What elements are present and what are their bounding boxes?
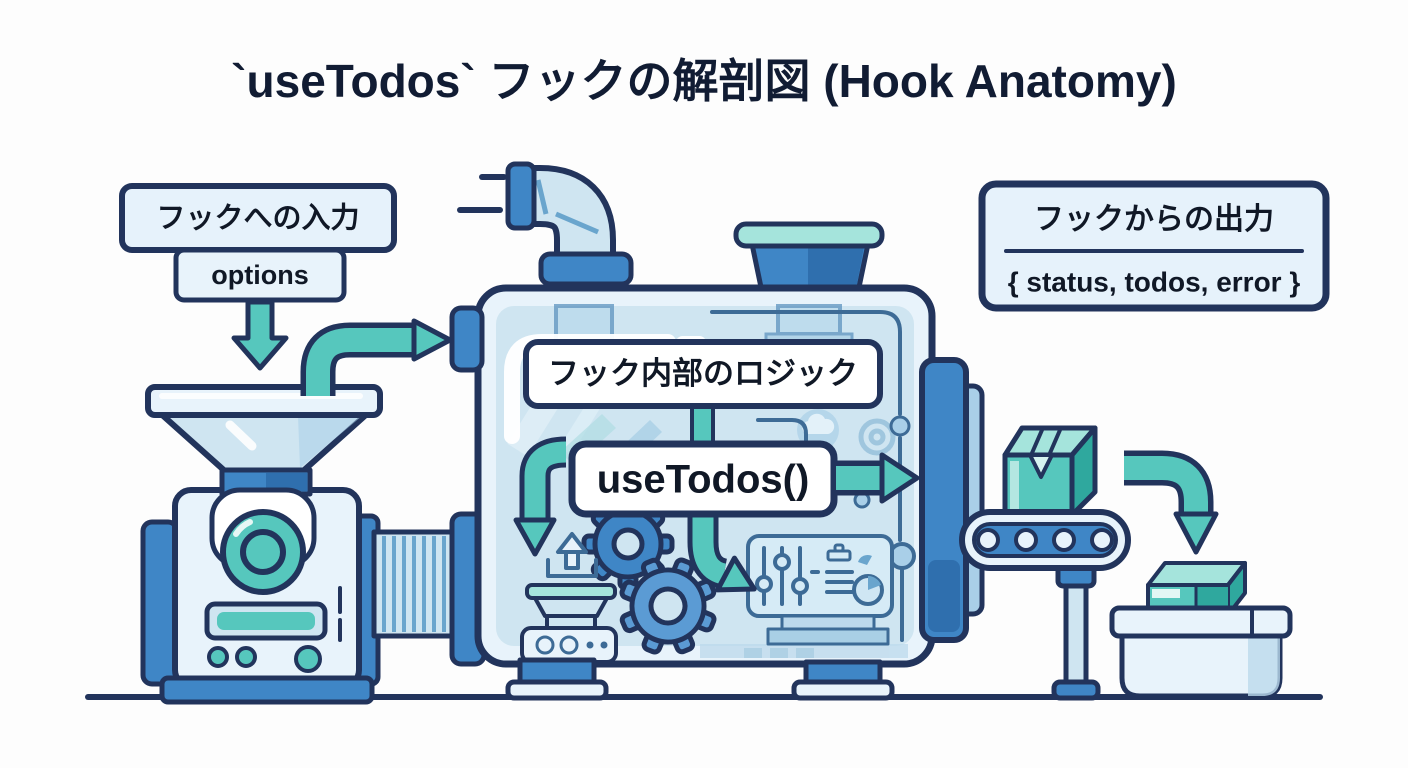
conveyor-belt-inner (972, 522, 1118, 558)
output-callout: フックからの出力 { status, todos, error } (978, 180, 1330, 312)
hopper-neck-shade (266, 473, 307, 491)
hook-name-label: useTodos() (597, 458, 810, 502)
hopper-highlight (225, 420, 257, 451)
hook-name-box (568, 440, 838, 518)
panel-stand-base (766, 627, 890, 646)
main-machine: フック内部のロジック useTodos() (449, 161, 936, 701)
panel-stand-top (780, 614, 876, 631)
input-options-label: options (211, 260, 308, 290)
grinder-button-2 (235, 646, 257, 668)
chimney-shade (808, 247, 864, 289)
intake-pipe (371, 511, 487, 667)
input-callout: フックへの入力 options (119, 183, 397, 371)
gear-small-icon (619, 557, 717, 655)
pedestal (520, 583, 618, 664)
package-box-icon (1002, 425, 1098, 518)
logic-label: フック内部のロジック (548, 356, 858, 391)
upload-icon (546, 532, 598, 578)
list-icon (825, 570, 854, 594)
output-heading-label: フックからの出力 (1034, 203, 1274, 236)
dial-inner (240, 529, 286, 575)
machine-input-port (449, 305, 485, 373)
output-value-label: { status, todos, error } (1008, 266, 1301, 297)
elbow-pipe (457, 161, 634, 287)
internal-arrow-center (687, 512, 757, 593)
hopper-funnel-shade (298, 416, 362, 468)
elbow-pipe-collar (538, 251, 634, 287)
dial-highlight (233, 519, 253, 537)
bin-package-icon (1146, 561, 1247, 617)
bin-rim (1109, 605, 1293, 639)
elbow-pipe-flange (505, 161, 537, 231)
gear-outline-icon (858, 418, 896, 456)
output-arrow-right (836, 452, 920, 504)
grinder-left-pillar (140, 519, 180, 687)
machine-end-cap (919, 357, 985, 643)
grinder-machine (140, 384, 383, 705)
conveyor (959, 425, 1131, 701)
cloud-icon (802, 413, 835, 434)
pie-chart-icon (852, 574, 884, 606)
conveyor-leg (1063, 583, 1089, 689)
internal-arrow-left (513, 436, 567, 557)
conveyor-roller-1 (976, 528, 1000, 552)
grinder-button-1 (207, 646, 229, 668)
grinder-button-3 (294, 645, 322, 673)
control-panel (746, 534, 894, 646)
chimney-rim (733, 221, 885, 249)
control-slot (217, 612, 315, 630)
bin-body-shade (1248, 634, 1280, 696)
conveyor-roller-4 (1090, 528, 1114, 552)
machine-feet (505, 657, 895, 701)
input-down-arrow (231, 299, 289, 371)
conveyor-roller-3 (1052, 528, 1076, 552)
clipboard-icon (826, 543, 852, 562)
sliders-icon (755, 546, 820, 606)
input-curved-arrow (300, 318, 453, 396)
output-bin (1109, 561, 1293, 699)
output-box (978, 180, 1330, 312)
drop-arrow (1124, 450, 1219, 555)
hopper-rim (145, 384, 383, 418)
grinder-base (159, 675, 375, 705)
conveyor-foot (1051, 679, 1101, 701)
mini-pie-icon (858, 554, 872, 565)
input-heading-label: フックへの入力 (156, 202, 359, 235)
conveyor-roller-2 (1014, 528, 1038, 552)
page-title: `useTodos` フックの解剖図 (Hook Anatomy) (231, 55, 1177, 107)
chimney (733, 221, 885, 295)
logic-label-box (523, 339, 883, 409)
